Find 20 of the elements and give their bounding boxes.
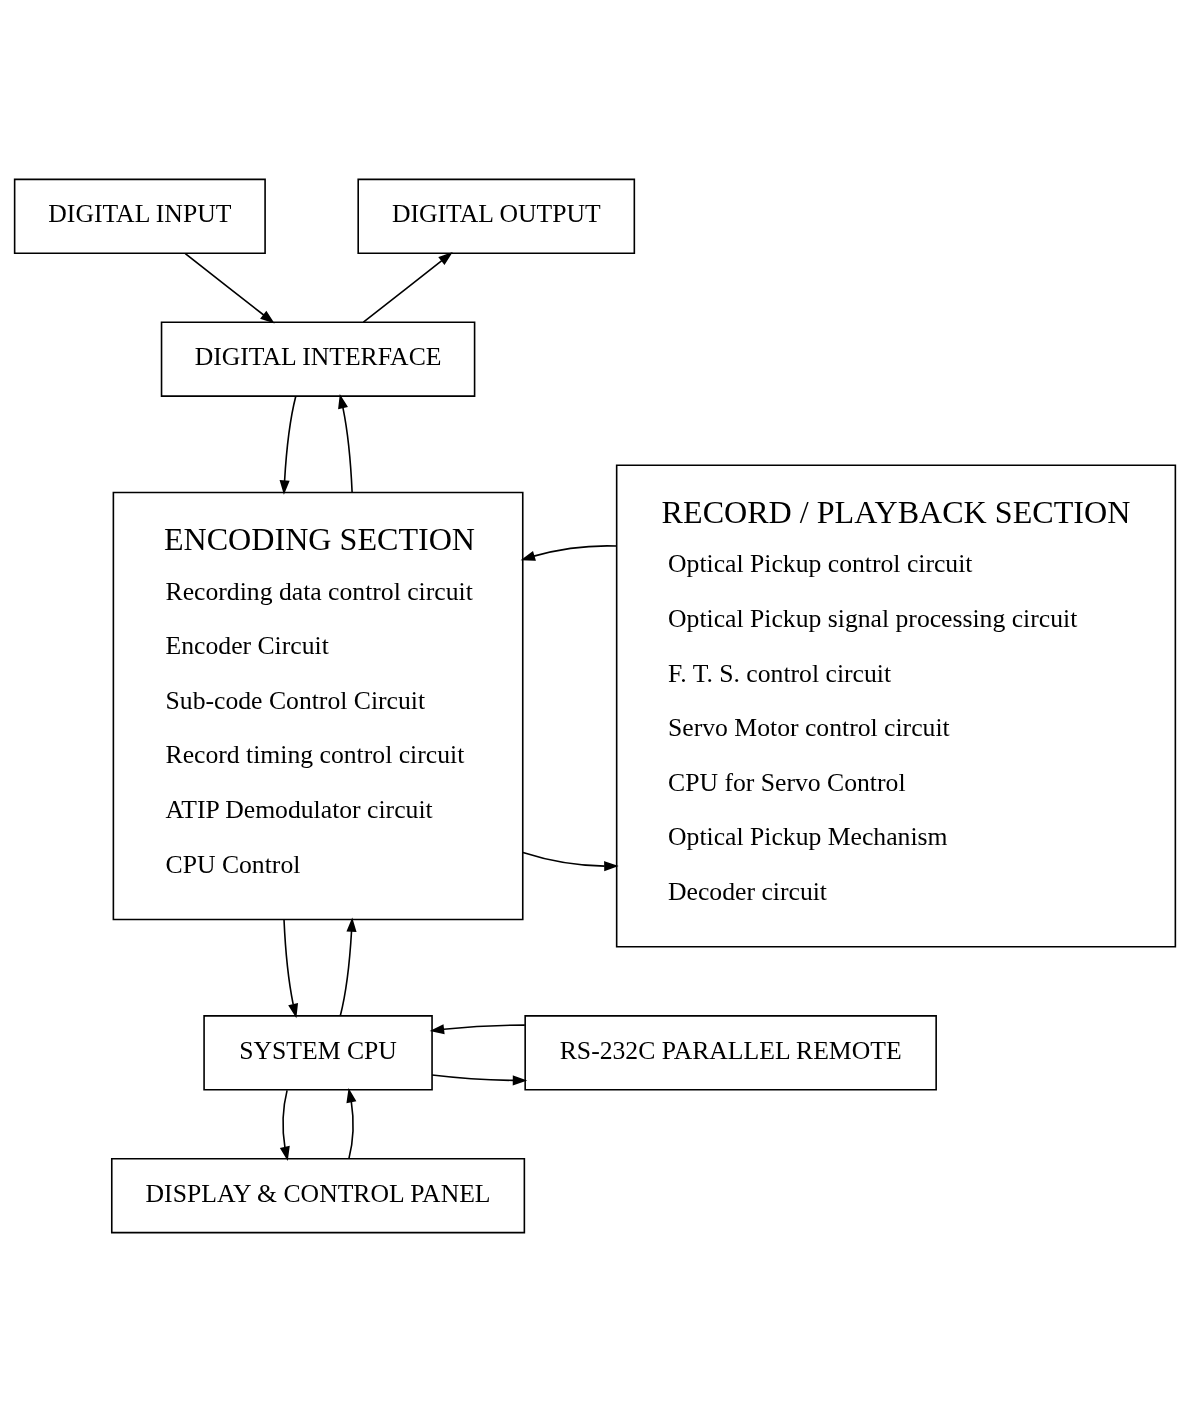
node-box: RS-232C PARALLEL REMOTE [524, 1015, 937, 1091]
node-box: DIGITAL OUTPUT [357, 178, 636, 255]
arrow [429, 1024, 526, 1035]
arrow [520, 545, 617, 561]
arrow [346, 1087, 357, 1160]
arrow [431, 1074, 528, 1086]
node-box: DIGITAL INPUT [13, 178, 266, 255]
arrow [338, 393, 353, 494]
node-box: DISPLAY & CONTROL PANEL [110, 1157, 526, 1234]
node-box: DIGITAL INTERFACE [160, 321, 476, 397]
arrow [283, 919, 299, 1019]
arrow [184, 252, 275, 324]
arrow [279, 395, 297, 495]
arrow [279, 1089, 290, 1162]
node-box: ENCODING SECTION Recording data control circuit Encoder Circuit Sub-code Control Circuit Record timing control circuit ATIP Demodulator circuit CPU Control [112, 491, 524, 921]
node-box: SYSTEM CPU [203, 1015, 433, 1091]
arrow [339, 917, 357, 1017]
arrow [522, 851, 619, 872]
node-box: RECORD / PLAYBACK SECTION Optical Pickup control circuit Optical Pickup signal processing circuit F. T. S. control circuit Servo Motor control circuit CPU for Servo Control Optical Pickup Mechanism Decoder circuit [615, 464, 1177, 948]
arrow [362, 252, 453, 323]
